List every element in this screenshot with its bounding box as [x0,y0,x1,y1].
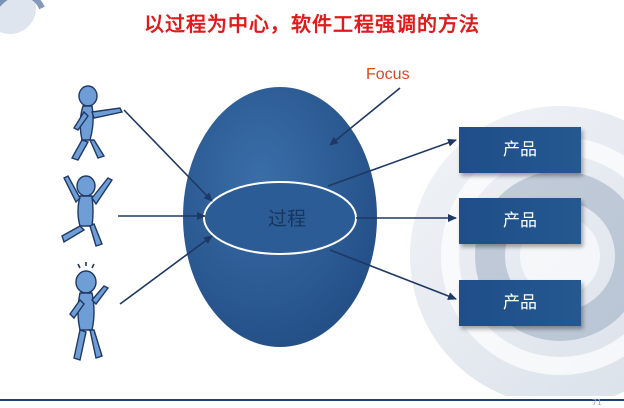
arrow-process-to-product3 [329,249,457,300]
product-box-2: 产品 [459,198,581,244]
page-number: 71 [591,398,602,407]
person-arms-up-icon [61,175,114,247]
slide-title: 以过程为中心，软件工程强调的方法 [144,12,480,36]
person-idea-icon [69,262,110,361]
bottom-rule [0,399,624,401]
arrow-person1-to-process [123,109,213,202]
focus-label: Focus [366,66,410,83]
process-label: 过程 [267,208,306,230]
focus-arrow [329,87,401,146]
arrow-person3-to-process [119,235,213,305]
swirl-corner-icon [0,0,45,34]
person-pointing-icon [70,85,124,161]
product-box-1: 产品 [459,127,581,173]
arrow-process-to-product1 [327,138,457,187]
product-box-3: 产品 [459,280,581,326]
